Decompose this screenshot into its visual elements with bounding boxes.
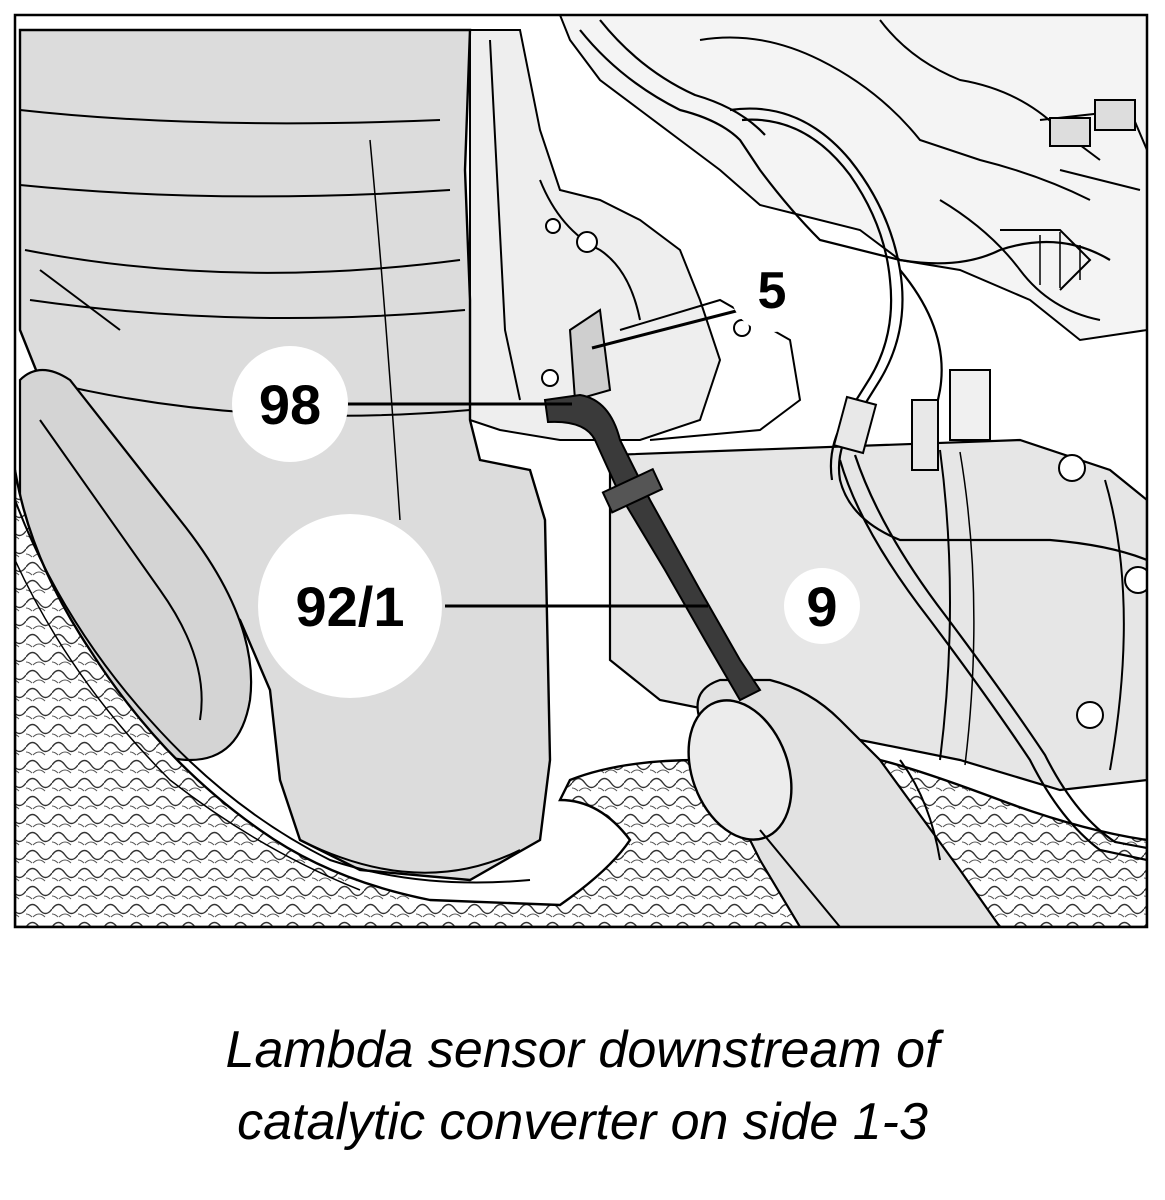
callout-5: 5	[730, 248, 814, 332]
callout-92-1: 92/1	[258, 514, 442, 698]
frame-border	[13, 13, 1149, 929]
callout-98: 98	[232, 346, 348, 462]
callout-5-label: 5	[758, 262, 787, 320]
fuel-lines	[579, 19, 1147, 862]
callout-9: 9	[784, 568, 860, 644]
leader-lines	[330, 308, 741, 608]
sensor-cable	[543, 393, 762, 702]
callout-98-label: 98	[259, 373, 321, 436]
lambda-sensor	[568, 308, 612, 402]
caption-line-2: catalytic converter on side 1-3	[237, 1093, 928, 1151]
callout-9-label: 9	[806, 575, 837, 638]
callout-92-1-label: 92/1	[296, 575, 405, 638]
caption-line-1: Lambda sensor downstream of	[225, 1021, 940, 1079]
